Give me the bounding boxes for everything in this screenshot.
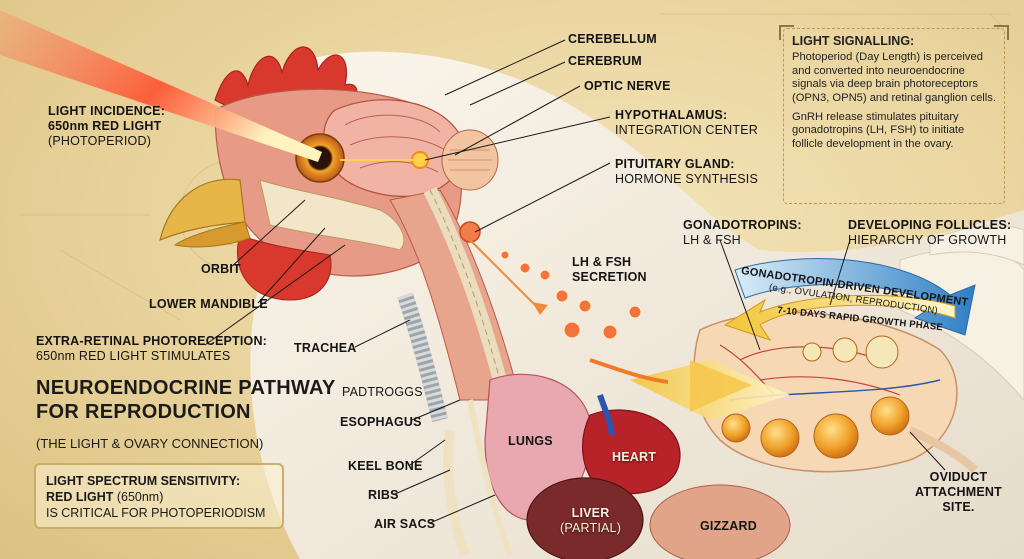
label-esophagus: ESOPHAGUS [340, 415, 422, 430]
label-gizzard: GIZZARD [700, 519, 757, 534]
label-pituitary: PITUITARY GLAND: HORMONE SYNTHESIS [615, 157, 758, 187]
label-padtroggs: PADTROGGS [342, 385, 423, 400]
label-lh-fsh-secretion: LH & FSH SECRETION [572, 255, 647, 285]
label-optic-nerve: OPTIC NERVE [584, 79, 671, 94]
label-trachea: TRACHEA [294, 341, 357, 356]
page-title: NEUROENDOCRINE PATHWAY FOR REPRODUCTION [36, 376, 336, 424]
pituitary-gland [460, 222, 480, 242]
light-signalling-box: LIGHT SIGNALLING: Photoperiod (Day Lengt… [783, 28, 1005, 204]
label-ribs: RIBS [368, 488, 399, 503]
info-paragraph-1: Photoperiod (Day Length) is perceived an… [792, 51, 996, 105]
label-orbit: ORBIT [201, 262, 241, 277]
spectrum-box: LIGHT SPECTRUM SENSITIVITY: RED LIGHT (6… [34, 463, 284, 529]
label-extra-retinal: EXTRA-RETINAL PHOTORECEPTION: 650nm RED … [36, 334, 267, 364]
label-developing-follicles: DEVELOPING FOLLICLES: HIERARCHY OF GROWT… [848, 218, 1011, 248]
info-heading: LIGHT SIGNALLING: [792, 35, 996, 48]
page-subtitle: (THE LIGHT & OVARY CONNECTION) [36, 436, 263, 451]
label-hypothalamus: HYPOTHALAMUS: INTEGRATION CENTER [615, 108, 758, 138]
label-cerebrum: CEREBRUM [568, 54, 642, 69]
label-gonadotropins: GONADOTROPINS: LH & FSH [683, 218, 802, 248]
label-liver: LIVER (PARTIAL) [560, 506, 621, 536]
info-paragraph-2: GnRH release stimulates pituitary gonado… [792, 111, 996, 151]
label-air-sacs: AIR SACS [374, 517, 435, 532]
label-oviduct-attachment: OVIDUCT ATTACHMENT SITE. [915, 470, 1002, 515]
label-light-incidence: LIGHT INCIDENCE: 650nm RED LIGHT (PHOTOP… [48, 104, 165, 149]
label-lower-mandible: LOWER MANDIBLE [149, 297, 268, 312]
eye [296, 134, 344, 182]
label-heart: HEART [612, 450, 656, 465]
label-keel-bone: KEEL BONE [348, 459, 423, 474]
label-cerebellum: CEREBELLUM [568, 32, 657, 47]
label-lungs: LUNGS [508, 434, 553, 449]
